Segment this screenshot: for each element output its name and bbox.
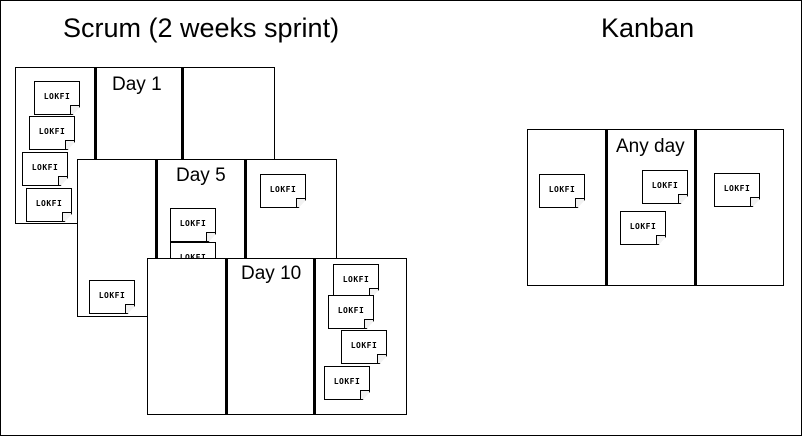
- sticky-note-label: LOKFI: [548, 185, 576, 194]
- scrum-board-day-1: Day 1 LOKFI LOKFI LOKFI LOKFI: [15, 67, 275, 224]
- column-divider: [694, 130, 697, 285]
- scrum-title: Scrum (2 weeks sprint): [63, 13, 340, 43]
- sticky-note-label: LOKFI: [179, 219, 207, 228]
- sticky-note: LOKFI: [260, 174, 306, 208]
- sticky-note: LOKFI: [328, 295, 374, 329]
- sticky-note-label: LOKFI: [38, 127, 66, 136]
- column-divider: [94, 68, 97, 223]
- sticky-note-label: LOKFI: [98, 291, 126, 300]
- column-divider: [244, 160, 247, 316]
- column-divider: [605, 130, 608, 285]
- sticky-note: LOKFI: [333, 264, 379, 298]
- sticky-note-label: LOKFI: [269, 185, 297, 194]
- sticky-note: LOKFI: [714, 173, 760, 207]
- sticky-note: LOKFI: [539, 174, 585, 208]
- day-1-label: Day 1: [112, 74, 162, 95]
- kanban-title: Kanban: [601, 13, 695, 43]
- sticky-note: LOKFI: [22, 152, 68, 186]
- column-divider: [181, 68, 184, 223]
- sticky-note-label: LOKFI: [43, 92, 71, 101]
- sticky-note-label: LOKFI: [337, 306, 365, 315]
- column-divider: [155, 160, 158, 316]
- sticky-note: LOKFI: [341, 330, 387, 364]
- sticky-note: LOKFI: [642, 170, 688, 204]
- column-divider: [225, 259, 228, 414]
- sticky-note-label: LOKFI: [333, 377, 361, 386]
- day-5-label: Day 5: [176, 165, 226, 186]
- sticky-note-label: LOKFI: [723, 184, 751, 193]
- sticky-note-label: LOKFI: [342, 275, 370, 284]
- sticky-note: LOKFI: [620, 211, 666, 245]
- sticky-note-label: LOKFI: [350, 341, 378, 350]
- day-10-label: Day 10: [241, 263, 302, 284]
- sticky-note: LOKFI: [170, 208, 216, 242]
- column-divider: [313, 259, 316, 414]
- sticky-note: LOKFI: [34, 81, 80, 115]
- any-day-label: Any day: [616, 136, 685, 157]
- sticky-note-label: LOKFI: [651, 181, 679, 190]
- scrum-board-day-10: Day 10 LOKFI LOKFI LOKFI LOKFI: [147, 258, 407, 415]
- sticky-note-label: LOKFI: [35, 199, 63, 208]
- sticky-note-label: LOKFI: [171, 253, 215, 262]
- sticky-note-label: LOKFI: [31, 163, 59, 172]
- sticky-note: LOKFI: [29, 116, 75, 150]
- sticky-note: LOKFI: [26, 188, 72, 222]
- sticky-note: LOKFI: [89, 280, 135, 314]
- sticky-note-label: LOKFI: [629, 222, 657, 231]
- sticky-note: LOKFI: [324, 366, 370, 400]
- kanban-board: Any day LOKFI LOKFI LOKFI LOKFI: [527, 129, 784, 286]
